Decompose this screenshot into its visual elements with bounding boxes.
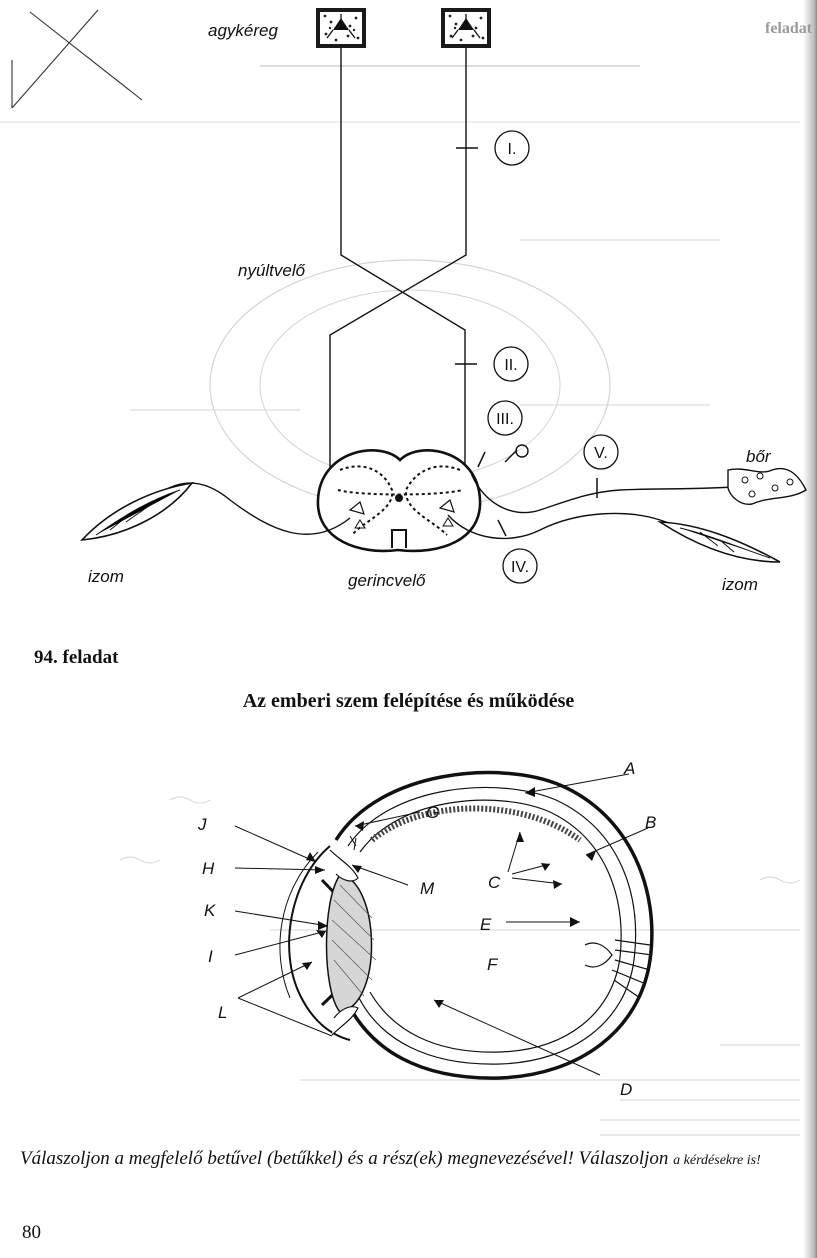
eye-label-J: J bbox=[197, 815, 207, 834]
cortex-block-right bbox=[441, 8, 491, 48]
eye-label-D: D bbox=[620, 1080, 632, 1099]
muscle-left bbox=[79, 481, 194, 542]
eye-label-C: C bbox=[488, 873, 501, 892]
eye-label-G: G bbox=[426, 803, 439, 822]
cut-mark-IV bbox=[497, 519, 507, 537]
spinal-cord-section bbox=[316, 449, 482, 553]
page-edge-shadow bbox=[803, 0, 817, 1258]
svg-text:IV.: IV. bbox=[511, 559, 529, 576]
optic-nerve bbox=[584, 939, 653, 999]
crossed-out-mark bbox=[11, 9, 143, 109]
numeral-label-III: III. bbox=[487, 400, 523, 436]
page-number: 80 bbox=[22, 1222, 41, 1243]
label-muscle-left: izom bbox=[88, 567, 124, 586]
eye-label-M: M bbox=[420, 879, 435, 898]
label-muscle-right: izom bbox=[722, 575, 758, 594]
label-skin: bőr bbox=[746, 447, 772, 466]
svg-text:III.: III. bbox=[496, 411, 514, 428]
eye-leader-lines bbox=[234, 773, 649, 1076]
eye-label-L: L bbox=[218, 1003, 227, 1022]
numeral-label-IV: IV. bbox=[502, 548, 538, 584]
sensory-nerve bbox=[469, 444, 749, 514]
eye-label-H: H bbox=[202, 859, 215, 878]
eye-label-E: E bbox=[480, 915, 492, 934]
descending-tracts bbox=[329, 48, 467, 490]
cut-mark-III bbox=[477, 451, 486, 468]
eye-label-A: A bbox=[623, 759, 635, 778]
label-spinal-cord: gerincvelő bbox=[348, 571, 426, 590]
numeral-label-I: I. bbox=[494, 130, 530, 166]
svg-text:V.: V. bbox=[594, 445, 608, 462]
instructions: Válaszoljon a megfelelő betűvel (betűkke… bbox=[20, 1146, 810, 1174]
eye-label-K: K bbox=[204, 901, 216, 920]
svg-text:I.: I. bbox=[508, 141, 517, 158]
svg-text:II.: II. bbox=[504, 357, 517, 374]
eye-arrowheads bbox=[302, 787, 596, 1008]
skin-patch bbox=[727, 467, 807, 505]
label-medulla: nyúltvelő bbox=[238, 261, 306, 280]
muscle-right bbox=[657, 521, 781, 563]
eye-diagram: A B C D E F G H I J K L M bbox=[197, 759, 656, 1099]
numeral-label-II: II. bbox=[493, 346, 529, 382]
bleed-through-background bbox=[0, 65, 801, 1136]
cortex-block-left bbox=[316, 8, 366, 48]
spinal-pathway-diagram: I. II. III. IV. V. agykéreg nyúltvelő ge… bbox=[79, 8, 807, 594]
eye-label-F: F bbox=[487, 955, 499, 974]
numeral-label-V: V. bbox=[583, 434, 619, 470]
eye-label-B: B bbox=[645, 813, 656, 832]
label-cortex: agykéreg bbox=[208, 21, 278, 40]
bleed-through-heading: feladat bbox=[765, 20, 813, 37]
instructions-text: Válaszoljon a megfelelő betűvel (betűkke… bbox=[20, 1148, 669, 1169]
task-title: Az emberi szem felépítése és működése bbox=[242, 690, 575, 712]
task-heading: 94. feladat bbox=[34, 647, 119, 668]
eye-label-I: I bbox=[208, 947, 213, 966]
instructions-tail: a kérdésekre is! bbox=[673, 1153, 761, 1168]
